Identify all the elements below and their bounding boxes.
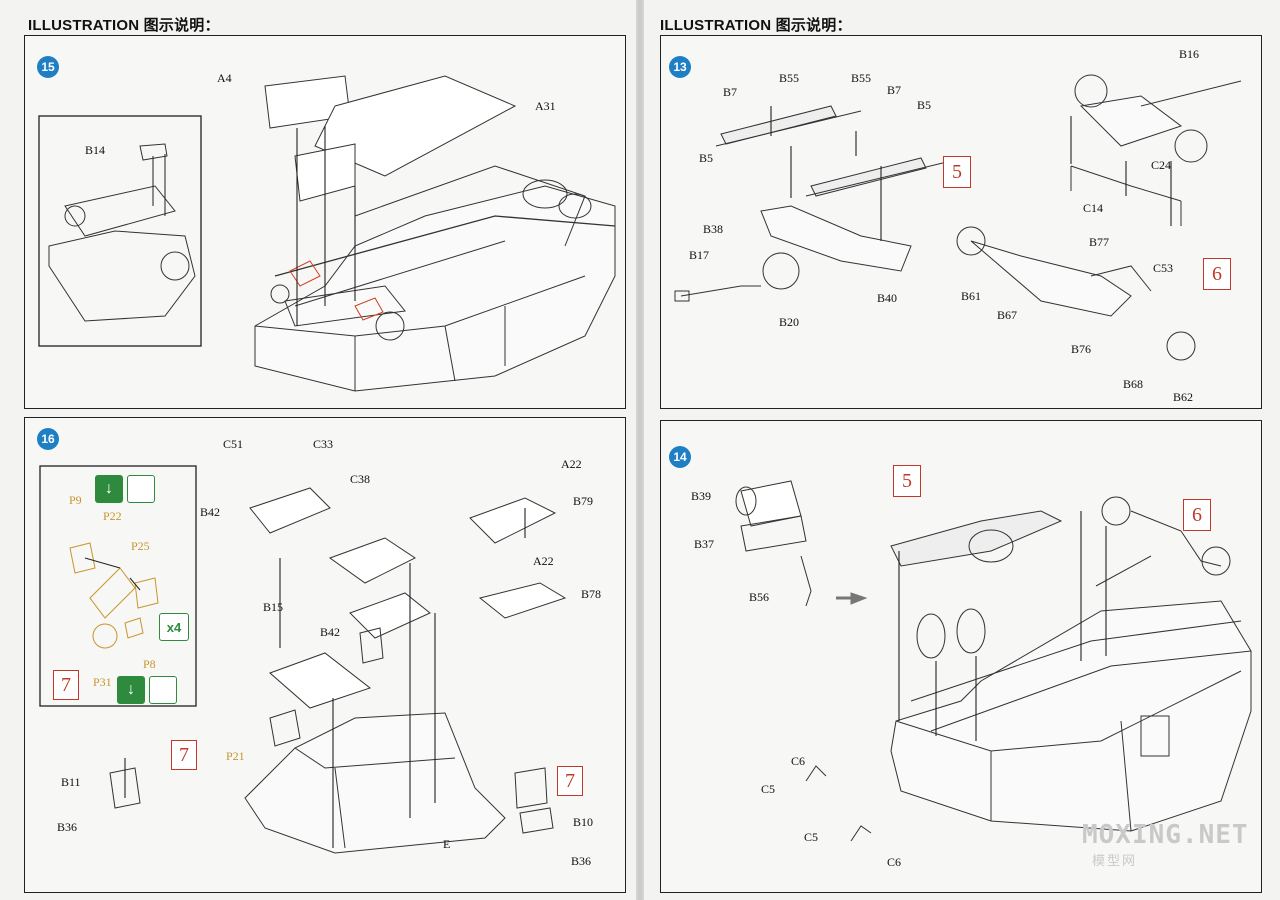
step-16-badge: 16 [37,428,59,450]
label-e: E [443,837,451,851]
label-b68: B68 [1123,377,1144,391]
label-a31: A31 [535,99,556,113]
label-b11: B11 [61,775,81,789]
label-b76: B76 [1071,342,1092,356]
label-c5-top: C5 [761,782,776,796]
step-14-drawing [735,480,1252,842]
label-c6-bottom: C6 [887,855,902,869]
label-b61: B61 [961,289,982,303]
label-b20: B20 [779,315,800,329]
step-15-panel: 15 A4 A31 B14 [24,35,626,409]
label-b17: B17 [689,248,710,262]
label-c33: C33 [313,437,334,451]
label-c24: C24 [1151,158,1172,172]
label-b38: B38 [703,222,724,236]
label-a22-top: A22 [561,457,582,471]
label-b37: B37 [694,537,715,551]
label-c14: C14 [1083,201,1104,215]
label-b14: B14 [85,143,106,157]
watermark-subtext: 模型网 [1092,853,1138,868]
label-b40: B40 [877,291,898,305]
label-b79: B79 [573,494,594,508]
label-b42-top: B42 [200,505,221,519]
label-b78: B78 [581,587,602,601]
label-b67: B67 [997,308,1018,322]
ref-box-6: 6 [1203,258,1231,290]
glue-down-icon: ↓ [117,676,145,704]
step-13-drawing [674,74,1242,361]
label-b39: B39 [691,489,712,503]
ref-box-6: 6 [1183,499,1211,531]
label-c53: C53 [1153,261,1174,275]
label-b42-mid: B42 [320,625,341,639]
label-p21: P21 [226,749,245,763]
step-16-panel: 16 ↓ x4 ↓ 7 P9 P22 P25 P8 P31 C51 C33 C3… [24,417,626,893]
watermark-text: MOXING.NET [1082,820,1249,850]
label-b62: B62 [1173,390,1194,404]
label-b36-left: B36 [57,820,78,834]
quantity-x4-badge: x4 [159,613,189,641]
label-b5-left: B5 [699,151,714,165]
label-p9: P9 [69,493,82,507]
label-p22: P22 [103,509,122,523]
label-b5-right: B5 [917,98,932,112]
step-16-drawing [39,465,567,854]
step-13-panel: 13 B7 B55 B55 B7 B5 B5 B16 C24 C14 C53 B… [660,35,1262,409]
label-p25: P25 [131,539,150,553]
label-c38: C38 [350,472,371,486]
label-p31: P31 [93,675,112,689]
header-right: ILLUSTRATION 图示说明： [660,17,852,34]
label-a22-bottom: A22 [533,554,554,568]
label-b55-right: B55 [851,71,872,85]
header-left: ILLUSTRATION 图示说明： [28,17,220,34]
step-15-badge: 15 [37,56,59,78]
label-b10: B10 [573,815,594,829]
ref-box-inset: 7 [53,670,79,700]
cement-drop-icon [149,676,177,704]
label-b55-left: B55 [779,71,800,85]
cement-drop-icon [127,475,155,503]
label-b7-right: B7 [887,83,902,97]
label-b7-left: B7 [723,85,738,99]
label-p8: P8 [143,657,156,671]
label-b15: B15 [263,600,284,614]
label-c51: C51 [223,437,244,451]
label-c5-bottom: C5 [804,830,819,844]
label-b77: B77 [1089,235,1110,249]
glue-down-icon: ↓ [95,475,123,503]
ref-box-5: 5 [893,465,921,497]
label-b56: B56 [749,590,770,604]
step-15-drawing [38,75,616,392]
page-gutter [636,0,644,900]
ref-box-mid: 7 [171,740,197,770]
label-b36-right: B36 [571,854,592,868]
ref-box-right: 7 [557,766,583,796]
label-c6-top: C6 [791,754,806,768]
label-a4: A4 [217,71,232,85]
ref-box-5: 5 [943,156,971,188]
label-b16: B16 [1179,47,1200,61]
step-14-panel: 14 B39 B37 B56 C6 C5 C5 C6 5 6 [660,420,1262,893]
step-13-badge: 13 [669,56,691,78]
step-14-badge: 14 [669,446,691,468]
